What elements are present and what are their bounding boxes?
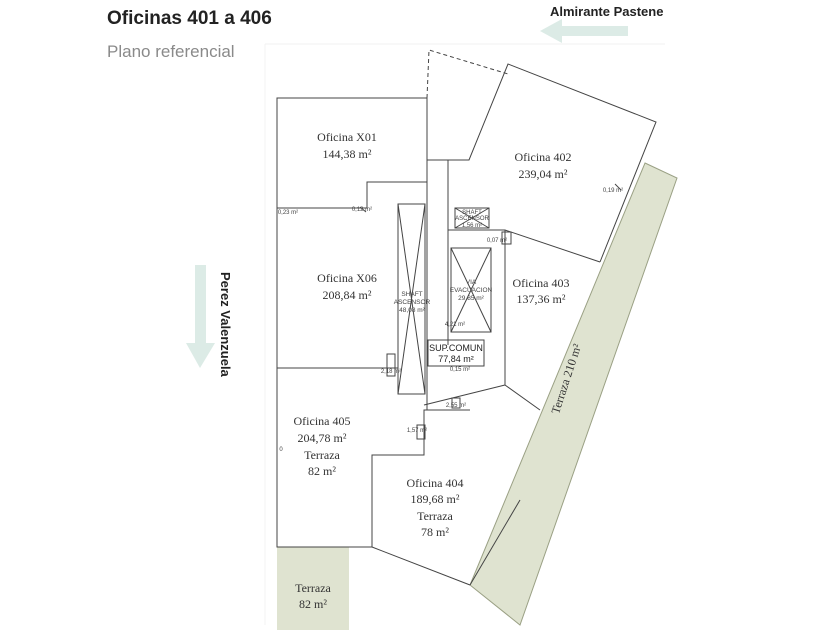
room-402-name: Oficina 402 xyxy=(515,150,572,164)
room-405-terrace-area: 82 m² xyxy=(308,464,336,478)
arrow-left-icon xyxy=(540,19,628,43)
room-404-terrace-area: 78 m² xyxy=(421,525,449,539)
small-area-1: 0,23 m² xyxy=(278,210,298,216)
room-x06-area: 208,84 m² xyxy=(323,288,372,302)
terraza-bottom-name: Terraza xyxy=(295,581,331,595)
small-area-3: 0,19 m² xyxy=(603,188,623,194)
room-403-area: 137,36 m² xyxy=(517,292,566,306)
terraza-bottom-area-label: 82 m² xyxy=(299,597,327,611)
room-405-name: Oficina 405 xyxy=(294,414,351,428)
room-404-terrace-label: Terraza xyxy=(417,509,453,523)
shaft-ascensor-line1: SHAFT xyxy=(401,291,422,298)
small-area-10: 0 xyxy=(279,447,283,453)
sup-comun-label: SUP.COMUN xyxy=(429,343,483,353)
small-area-5: 4,21 m² xyxy=(445,322,465,328)
room-x06-name: Oficina X06 xyxy=(317,271,377,285)
via-evacuacion-area: 29,85 m² xyxy=(458,295,484,302)
via-evacuacion-line1: VIA xyxy=(466,279,477,286)
small-area-9: 1,57 m² xyxy=(407,428,427,434)
small-area-4: 0,07 m² xyxy=(487,238,507,244)
room-405-area: 204,78 m² xyxy=(298,431,347,445)
small-area-8: 2,55 m² xyxy=(446,403,466,409)
shaft-ascensor-line2: ASCENSOR xyxy=(394,299,431,306)
page-title: Oficinas 401 a 406 xyxy=(107,8,272,29)
shaft-ascensor-area: 48,08 m² xyxy=(399,307,425,314)
page-subtitle: Plano referencial xyxy=(107,42,235,61)
sup-comun-area: 77,84 m² xyxy=(438,354,474,364)
small-area-2: 0,12 m² xyxy=(352,207,372,213)
shaft-small-area: 1,56 m² xyxy=(462,223,482,229)
shaft-small-line2: ASCENSOR xyxy=(455,216,489,222)
room-403-name: Oficina 403 xyxy=(513,276,570,290)
shaft-small-line1: SHAFT xyxy=(462,210,482,216)
arrow-down-icon xyxy=(186,265,215,368)
room-405-terrace-label: Terraza xyxy=(304,448,340,462)
room-x01-name: Oficina X01 xyxy=(317,130,377,144)
small-area-6: 2,18 m² xyxy=(381,369,401,375)
room-404-area: 189,68 m² xyxy=(411,492,460,506)
via-evacuacion-line2: EVACUACION xyxy=(450,287,493,294)
room-x01-area: 144,38 m² xyxy=(323,147,372,161)
street-label-left: Perez Valenzuela xyxy=(218,272,233,377)
room-402-area: 239,04 m² xyxy=(519,167,568,181)
street-label-top: Almirante Pastene xyxy=(550,4,664,19)
room-404-name: Oficina 404 xyxy=(407,476,464,490)
terraza-bottom-area xyxy=(277,547,349,630)
terraza-210-area xyxy=(469,162,678,626)
small-area-7: 0,15 m² xyxy=(450,367,470,373)
